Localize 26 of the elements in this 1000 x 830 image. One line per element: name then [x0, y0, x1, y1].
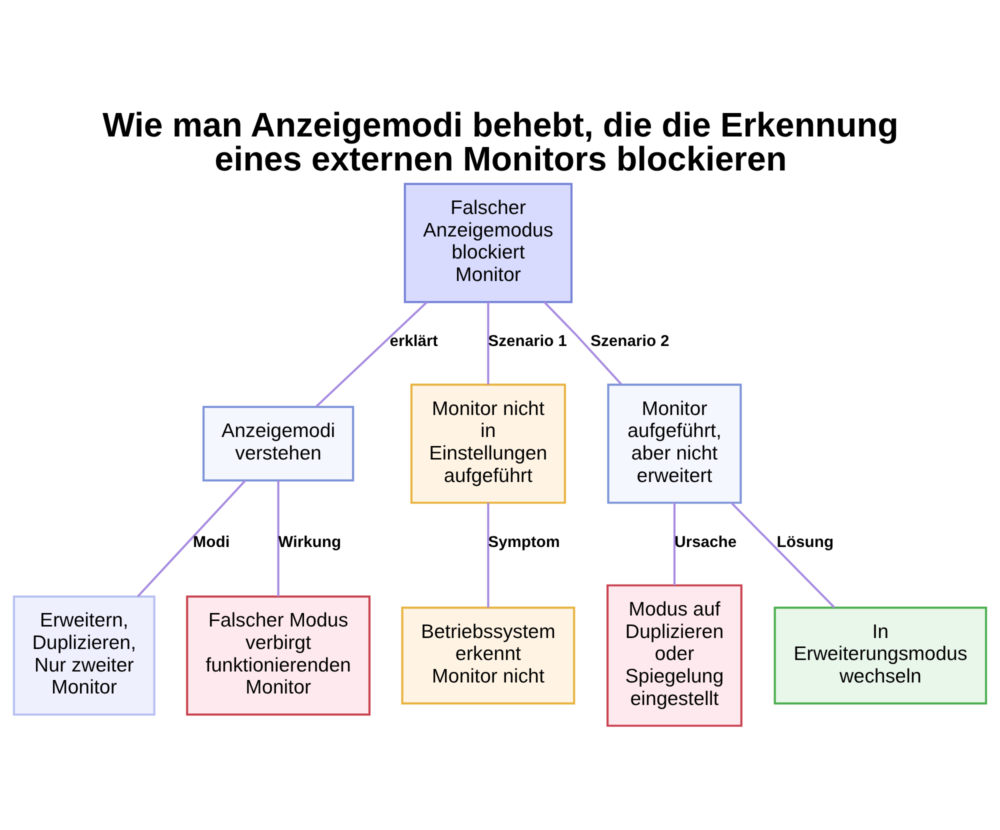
edge-label: erklärt — [390, 332, 438, 350]
connector — [315, 300, 428, 407]
connector — [487, 502, 490, 608]
node-box: Modus auf Duplizieren oder Spiegelung eingestellt — [606, 584, 742, 726]
connector — [544, 300, 622, 384]
edge-label: Modi — [193, 533, 230, 550]
connector — [277, 480, 280, 596]
node-box: Monitor aufgeführt, aber nicht erweitert — [607, 383, 742, 504]
edge-label: Lösung — [776, 533, 834, 550]
edge-label: Wirkung — [278, 533, 342, 550]
node-box: Falscher Anzeigemodus blockiert Monitor — [404, 182, 573, 303]
edge-label: Symptom — [488, 533, 560, 550]
node-box: In Erweiterungsmodus wechseln — [774, 606, 988, 704]
node-box: Erweitern, Duplizieren, Nur zweiter Monitor — [12, 594, 156, 716]
edge-label: Szenario 1 — [488, 332, 567, 350]
connector — [487, 302, 490, 384]
diagram-title: Wie man Anzeigemodi behebt, die die Erkennung eines externen Monitors blockieren — [102, 106, 898, 178]
node-box: Falscher Modus verbirgt funktionierenden Monitor — [186, 594, 371, 716]
edge-label: Ursache — [674, 533, 737, 550]
node-box: Anzeigemodi verstehen — [202, 405, 354, 481]
connector — [673, 502, 676, 585]
node-box: Monitor nicht in Einstellungen aufgeführt — [410, 383, 566, 504]
connector — [730, 502, 836, 608]
edge-label: Szenario 2 — [590, 332, 670, 350]
node-box: Betriebssystem erkennt Monitor nicht — [401, 606, 576, 704]
connector — [137, 479, 246, 597]
